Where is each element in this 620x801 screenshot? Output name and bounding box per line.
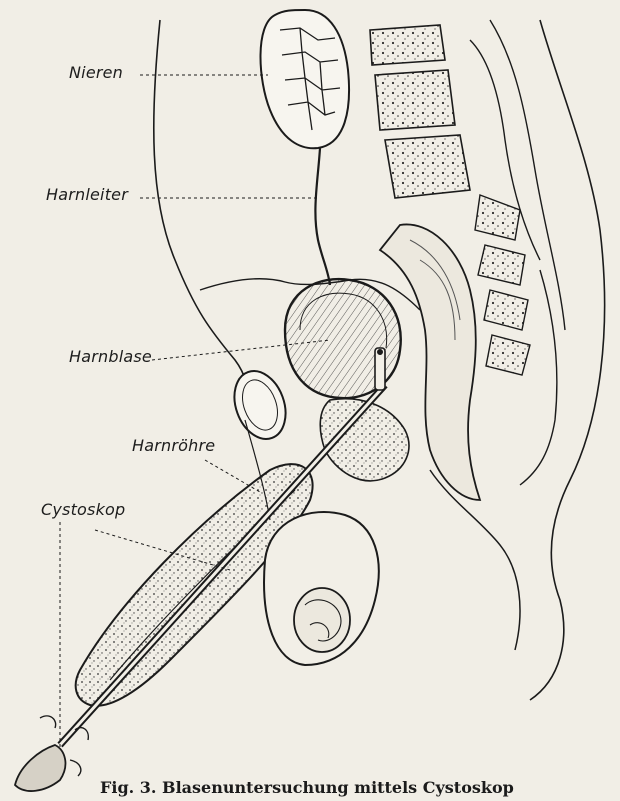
label-harnblase: Harnblase [69, 347, 152, 366]
label-cystoskop: Cystoskop [41, 500, 125, 519]
pubic-bone [225, 364, 294, 446]
figure-caption: Fig. 3. Blasenuntersuchung mittels Cysto… [100, 778, 620, 797]
label-nieren: Nieren [69, 63, 123, 82]
ureter [315, 148, 330, 285]
leader-harnrohre [205, 460, 260, 492]
label-harnleiter: Harnleiter [46, 185, 128, 204]
body-outline-front [154, 20, 248, 420]
label-harnrohre: Harnröhre [132, 436, 215, 455]
body-outline-back [530, 20, 605, 700]
kidney [260, 10, 349, 148]
